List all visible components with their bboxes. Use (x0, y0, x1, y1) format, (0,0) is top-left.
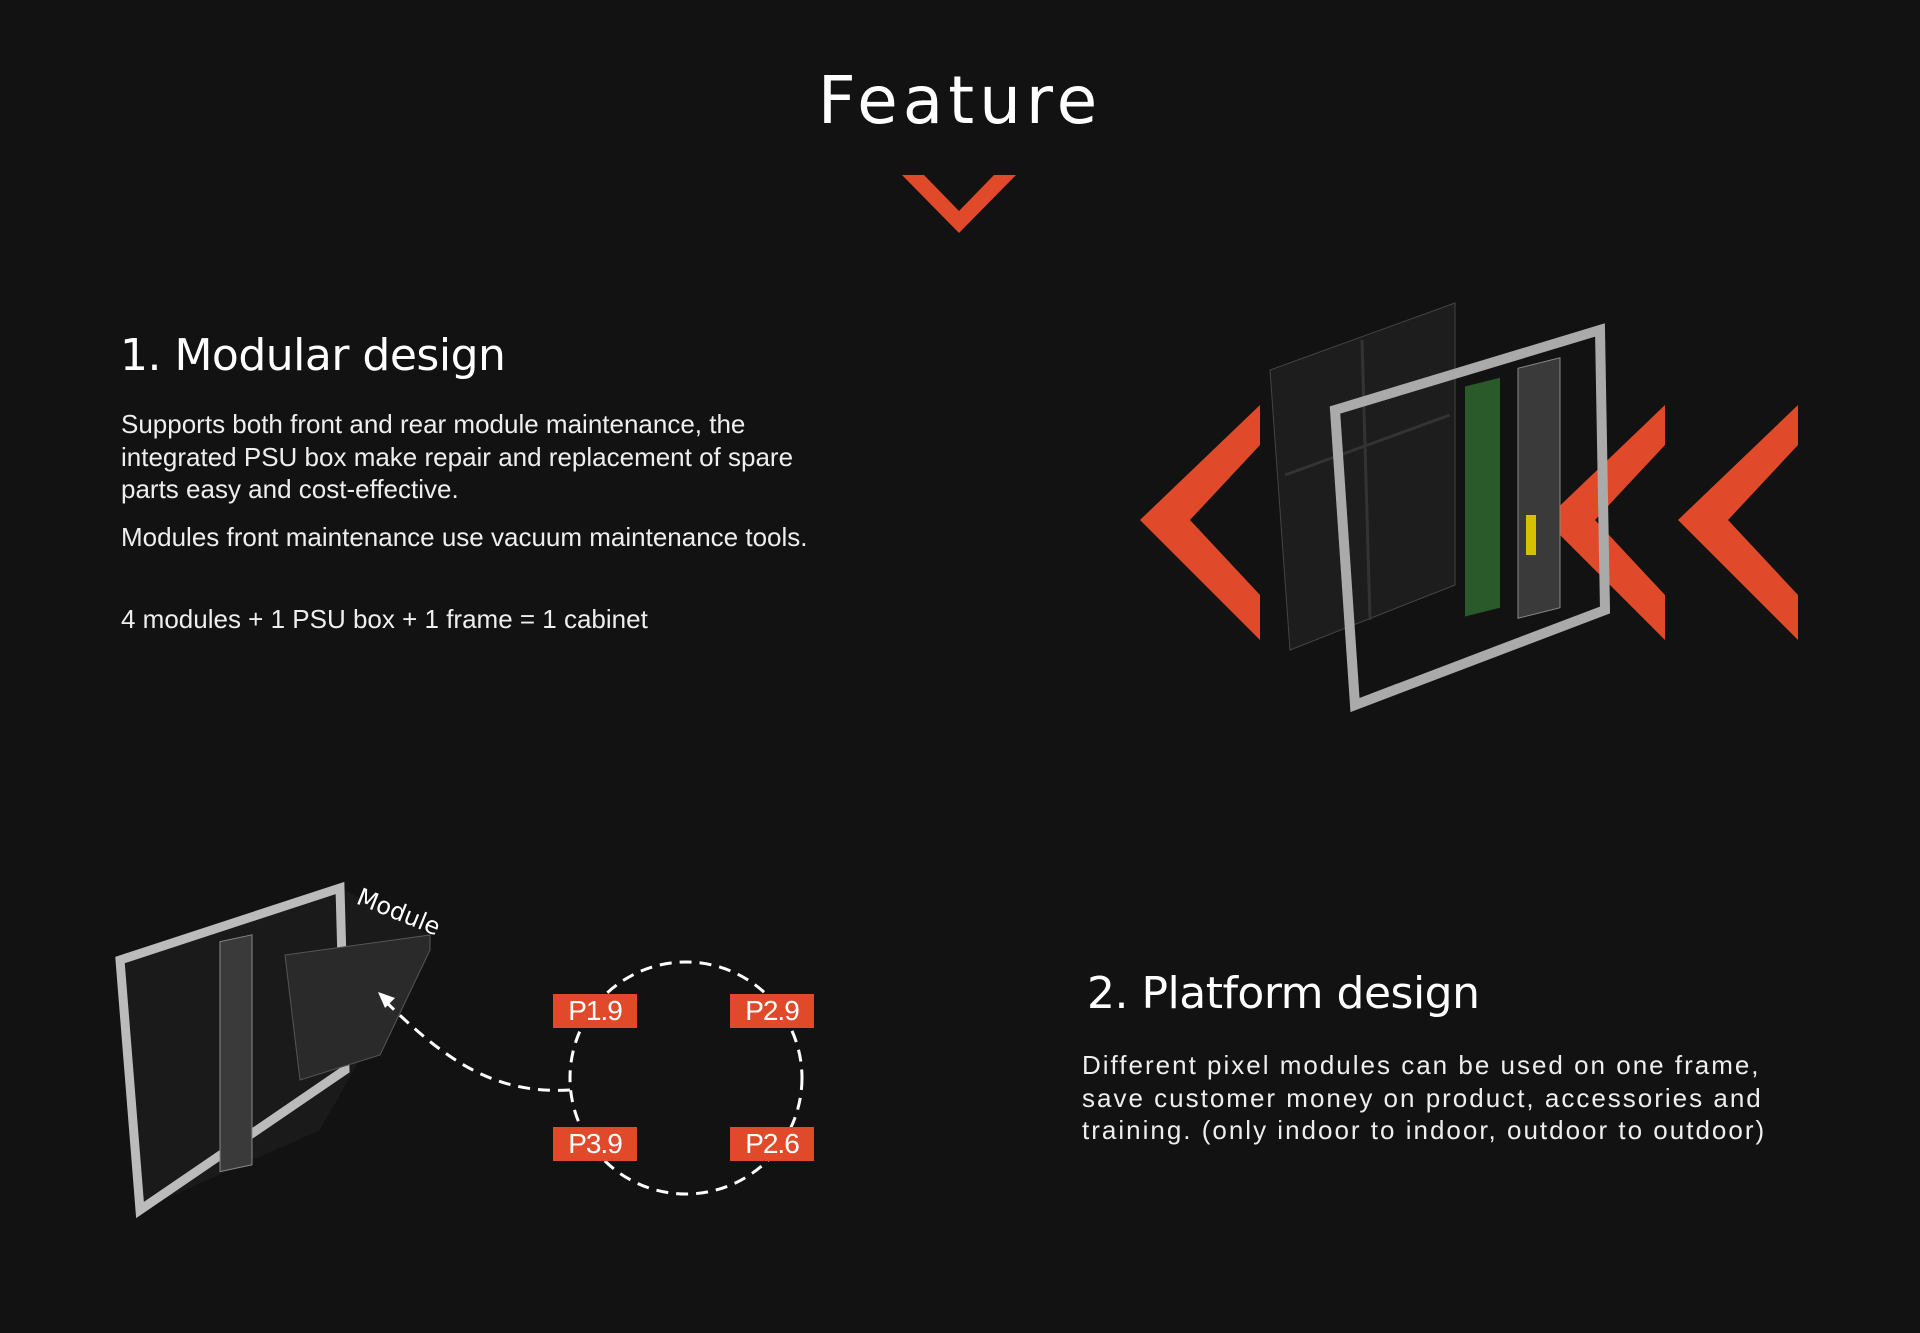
pitch-tag-p2-6: P2.6 (730, 1127, 814, 1161)
chevron-down-icon (902, 175, 1016, 233)
section2-heading: 2. Platform design (1087, 968, 1480, 1019)
page-title: Feature (817, 62, 1103, 139)
chevron-left-icons (1140, 405, 1798, 640)
section1-paragraph-2: Modules front maintenance use vacuum mai… (121, 522, 808, 552)
section1-paragraph-1: Supports both front and rear module main… (121, 409, 794, 504)
section1-paragraph-3: 4 modules + 1 PSU box + 1 frame = 1 cabi… (121, 604, 648, 634)
pitch-tag-p3-9: P3.9 (553, 1127, 637, 1161)
pitch-tag-p2-9: P2.9 (730, 994, 814, 1028)
section1-heading: 1. Modular design (120, 330, 506, 381)
platform-diagram (115, 881, 804, 1219)
section2-paragraph: Different pixel modules can be used on o… (1082, 1050, 1767, 1145)
cabinet-exploded-image (1140, 302, 1798, 713)
pitch-tag-p1-9: P1.9 (553, 994, 637, 1028)
